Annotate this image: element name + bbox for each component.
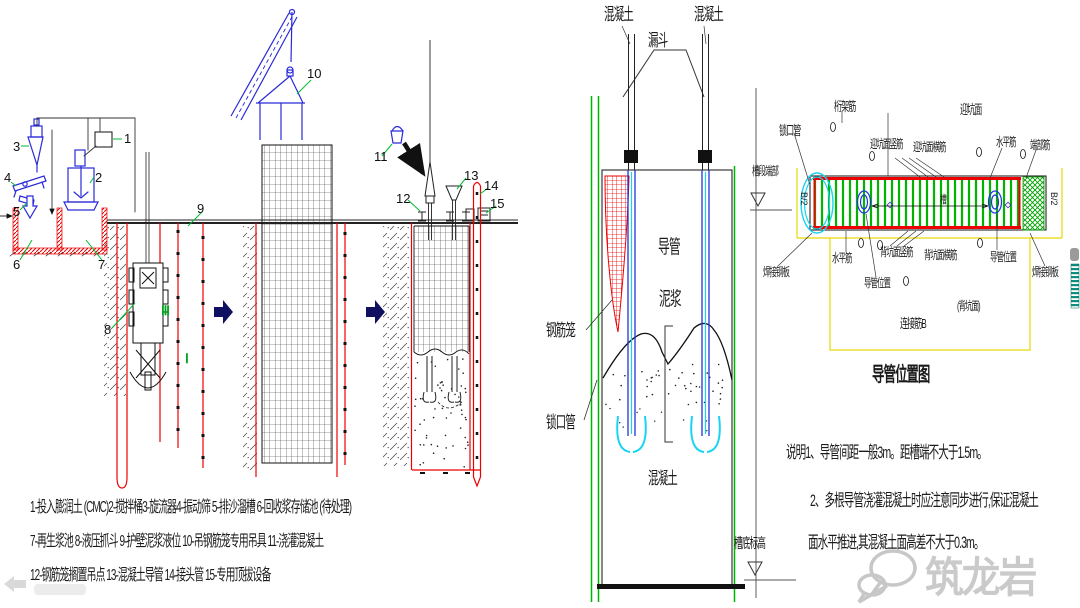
concrete-bucket-icon [390, 125, 404, 144]
phase-mark-1: Ⅰ [185, 351, 189, 366]
joint-pipe [472, 181, 482, 488]
label-face-horizontal-bar: 迎坑面横筋 [913, 140, 946, 154]
note-line-1: 说明1、导管间距一般3m。距槽端不大于1.5m。 [786, 443, 988, 462]
label-excavation-face: 迎坑面 [960, 102, 982, 117]
callout-5: 5 [13, 204, 21, 219]
edge-green-bar [1070, 263, 1080, 309]
plan-view [750, 112, 1063, 351]
label-end-bar: 端部筋 [1030, 138, 1050, 152]
label-horizontal-bar-top: 水平筋 [996, 135, 1016, 149]
dim-b2-right: B/2 [1049, 192, 1059, 206]
cyclone-icon [27, 118, 44, 173]
callout-8: 8 [104, 322, 112, 337]
label-concrete-bottom: 混凝土 [648, 469, 678, 488]
dimension-lines-yellow [796, 168, 1063, 351]
vibrating-screen-icon [12, 175, 47, 198]
label-back-face: (背坑面) [957, 299, 981, 313]
callout-9: 9 [197, 201, 205, 216]
label-slurry: 泥浆 [659, 289, 682, 310]
crane-icon [230, 8, 305, 140]
faint-watermark-blob [34, 584, 86, 595]
label-panel-end: 槽段端部 [752, 164, 779, 178]
sequence-arrow-1 [214, 300, 233, 324]
dim-mid: 槽 [940, 194, 947, 206]
pour-arrow [397, 141, 426, 177]
tremie-pipes [616, 170, 721, 453]
callout-12: 12 [396, 191, 411, 206]
label-face-vertical-bar: 迎坑面竖筋 [870, 137, 903, 151]
label-tremie-pipe: 导管 [658, 237, 681, 258]
slurry-plant [0, 117, 136, 257]
panel-end-block [1022, 176, 1045, 231]
label-tremie-position-right: 导管位置 [990, 250, 1017, 264]
leader-ovals [830, 122, 1026, 286]
legend-line-1: 1-投入膨润土 (CMC)2-搅拌桶3-旋流器4-振动筛 5-排沙溜槽 6-回收… [30, 499, 352, 516]
label-back-vertical-bar: 背坑面竖筋 [880, 245, 913, 259]
edge-gray-blob [1070, 248, 1079, 261]
back-arrow-icon [4, 576, 26, 592]
hopper-outline [622, 49, 705, 98]
panel-3-concreting [383, 40, 491, 488]
label-concrete-left: 混凝土 [604, 5, 634, 24]
label-concrete-right: 混凝土 [694, 5, 724, 24]
label-connect-bar: 连接筋B [900, 316, 927, 331]
section-view [583, 25, 796, 602]
watermark-brand: 筑龙岩土 [925, 554, 1037, 601]
label-lock-pipe-plan: 锁口管 [779, 123, 801, 138]
callout-leaders [10, 79, 497, 329]
note-line-2: 2、多根导管浇灌混凝土时应注意同步进行,保证混凝土 [810, 491, 1039, 510]
tremie-position-ellipses [856, 190, 1003, 214]
wechat-logo-icon [857, 549, 917, 604]
plan-title: 导管位置图 [872, 364, 930, 386]
bentonite-feed-box [94, 131, 113, 148]
callout-11: 11 [374, 149, 388, 164]
artifacts [4, 248, 1080, 604]
callout-6: 6 [13, 257, 21, 272]
rebar-cage-panel2 [261, 144, 333, 464]
callout-1: 1 [124, 131, 132, 146]
label-tremie-position-left: 导管位置 [864, 276, 891, 290]
label-weld-plate-right: 焊接钢板 [1032, 265, 1059, 279]
callout-7: 7 [98, 257, 106, 272]
label-funnel: 漏斗 [648, 31, 668, 50]
legend-line-2: 7-再生浆池 8-液压抓斗 9-护壁泥浆液位 10-吊钢筋笼专用吊具 11-浇灌… [30, 533, 324, 550]
rebar-cage-panel3 [414, 226, 469, 352]
panel-2-cage-lowering [230, 8, 347, 477]
note-line-3: 面水平推进,其混凝土面高差不大于0.3m。 [808, 533, 984, 552]
level-symbol-bottom [747, 561, 763, 577]
mixer-icon [63, 149, 99, 211]
callout-2: 2 [95, 170, 103, 185]
callout-10: 10 [307, 66, 322, 81]
callout-4: 4 [4, 170, 12, 185]
label-rebar-cage: 钢筋笼 [546, 321, 576, 340]
panel-1-excavation [104, 152, 205, 489]
label-back-horizontal-bar: 背坑面横筋 [924, 248, 957, 262]
label-lock-pipe-mid: 锁口管 [546, 413, 576, 432]
cage-rest-supports [418, 207, 491, 222]
lock-pipe-ellipse [800, 172, 834, 234]
label-weld-plate-left: 焊接钢板 [763, 265, 790, 279]
callout-14: 14 [484, 178, 499, 193]
hydraulic-grab-icon [128, 262, 169, 391]
level-symbol-panel-end [750, 192, 766, 208]
slurry-down-arrow-icon [21, 195, 39, 220]
leader-lines [777, 112, 1046, 278]
slurry-piping [0, 117, 136, 219]
legend-line-3: 12-钢筋笼搁置吊点 13-混凝土导管 14-接头管 15-专用顶拔设备 [30, 567, 271, 584]
concrete-stipple [414, 358, 469, 468]
callout-13: 13 [464, 168, 479, 183]
buried-tremie-pipes [422, 356, 463, 409]
label-horizontal-bar-bottom: 水平筋 [832, 251, 852, 265]
callout-3: 3 [13, 139, 21, 154]
label-truss-bar: 桁架筋 [834, 99, 856, 114]
callout-15: 15 [490, 196, 505, 211]
dim-b2-left: B/2 [799, 192, 809, 206]
phase-mark-3: Ⅲ [161, 303, 170, 318]
label-trench-bottom-level: 槽底标高 [734, 535, 766, 551]
sequence-arrow-2 [366, 300, 385, 324]
